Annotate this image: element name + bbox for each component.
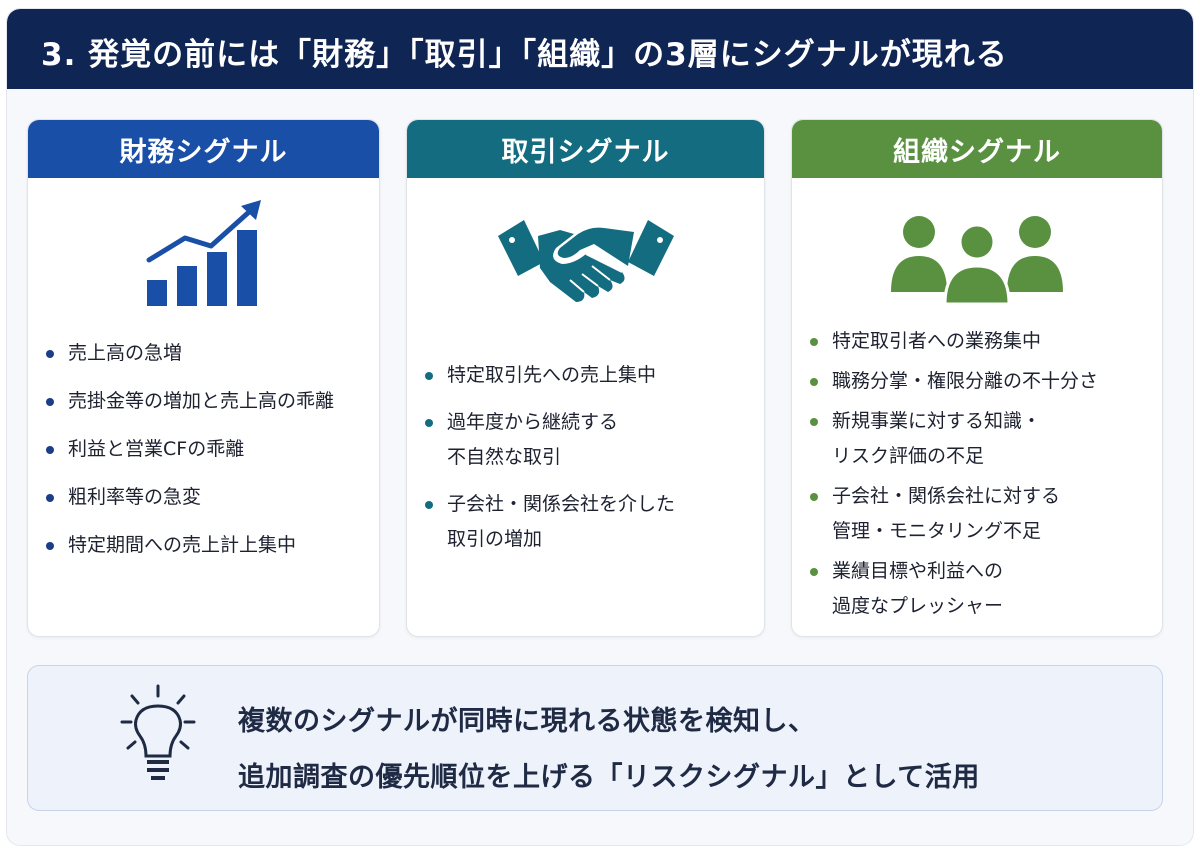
people-group-icon — [891, 216, 1063, 306]
lightbulb-icon — [120, 684, 196, 780]
financial-signal-card: 財務シグナル 売上高の急増 売掛金等の増加と売上高の乖離 利益と営業CFの乖離 … — [27, 119, 380, 637]
card-header: 組織シグナル — [792, 120, 1162, 178]
list-item: 業績目標や利益への過度なプレッシャー — [810, 554, 1152, 624]
list-item: 子会社・関係会社を介した取引の増加 — [425, 487, 754, 557]
list-item: 職務分掌・権限分離の不十分さ — [810, 364, 1152, 399]
page-title: 3. 発覚の前には「財務」「取引」「組織」の3層にシグナルが現れる — [41, 37, 1008, 73]
list-item: 利益と営業CFの乖離 — [46, 432, 369, 467]
callout-text: 複数のシグナルが同時に現れる状態を検知し、 追加調査の優先順位を上げる「リスクシ… — [238, 694, 980, 806]
handshake-icon — [497, 220, 674, 302]
transaction-signal-list: 特定取引先への売上集中 過年度から継続する不自然な取引 子会社・関係会社を介した… — [425, 358, 754, 569]
list-item: 特定期間への売上計上集中 — [46, 528, 369, 563]
list-item: 新規事業に対する知識・リスク評価の不足 — [810, 404, 1152, 474]
slide: 3. 発覚の前には「財務」「取引」「組織」の3層にシグナルが現れる 財務シグナル… — [6, 8, 1194, 846]
list-item: 特定取引先への売上集中 — [425, 358, 754, 393]
transaction-signal-card: 取引シグナル 特定取引先への売上集中 過年度から継続する — [406, 119, 765, 637]
organization-signal-list: 特定取引者への業務集中 職務分掌・権限分離の不十分さ 新規事業に対する知識・リス… — [810, 324, 1152, 629]
list-item: 粗利率等の急変 — [46, 480, 369, 515]
list-item: 売上高の急増 — [46, 336, 369, 371]
financial-signal-list: 売上高の急増 売掛金等の増加と売上高の乖離 利益と営業CFの乖離 粗利率等の急変… — [46, 336, 369, 576]
list-item: 子会社・関係会社に対する管理・モニタリング不足 — [810, 479, 1152, 549]
organization-signal-card: 組織シグナル 特定取引者への業務集中 職務分掌・権限分離の不十分さ 新規事業に対… — [791, 119, 1163, 637]
callout-line: 複数のシグナルが同時に現れる状態を検知し、 — [238, 706, 816, 737]
card-title: 組織シグナル — [893, 136, 1061, 168]
bar-chart-growth-icon — [146, 200, 261, 306]
callout-line: 追加調査の優先順位を上げる「リスクシグナル」として活用 — [238, 762, 980, 793]
list-item: 売掛金等の増加と売上高の乖離 — [46, 384, 369, 419]
card-header: 財務シグナル — [28, 120, 379, 178]
list-item: 特定取引者への業務集中 — [810, 324, 1152, 359]
card-header: 取引シグナル — [407, 120, 764, 178]
summary-callout: 複数のシグナルが同時に現れる状態を検知し、 追加調査の優先順位を上げる「リスクシ… — [27, 665, 1163, 811]
list-item: 過年度から継続する不自然な取引 — [425, 405, 754, 475]
card-title: 財務シグナル — [119, 136, 288, 168]
card-title: 取引シグナル — [501, 136, 670, 168]
header-bar: 3. 発覚の前には「財務」「取引」「組織」の3層にシグナルが現れる — [7, 9, 1193, 89]
